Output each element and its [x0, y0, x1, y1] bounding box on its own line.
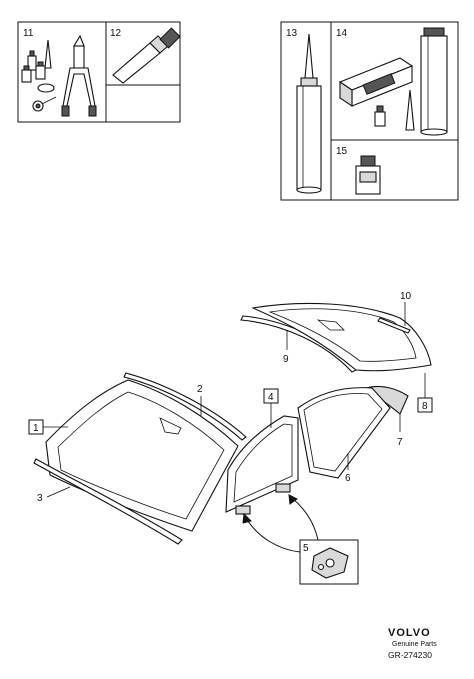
front-door-glass: [225, 415, 299, 515]
trim-strip: [377, 317, 411, 334]
callout-6: 6: [345, 473, 351, 484]
rear-window-moulding: [240, 315, 357, 373]
callout-7: 7: [397, 437, 403, 448]
clip-detail: [299, 539, 359, 585]
callout-4: 4: [268, 392, 274, 403]
primer-bottle-illustration: [355, 155, 381, 195]
callout-8: 8: [422, 401, 428, 412]
windscreen: [45, 379, 239, 532]
callout-11: 11: [23, 28, 34, 39]
drawing-reference: GR-274230: [388, 650, 432, 660]
callout-3: 3: [37, 493, 43, 504]
kit-box-13-14-15: [280, 21, 459, 201]
callout-5: 5: [303, 543, 309, 554]
primer-kit-illustration: [21, 34, 97, 117]
windscreen-lower-moulding: [33, 458, 183, 545]
callout-10: 10: [400, 291, 412, 302]
arrow-to-front-clip: [245, 517, 301, 553]
arrow-to-rear-clip: [291, 497, 319, 541]
kit-box-11-12: [17, 21, 181, 123]
callout-15: 15: [336, 146, 348, 157]
windscreen-upper-moulding: [123, 372, 247, 441]
callout-12: 12: [110, 28, 122, 39]
adhesive-cartridge-illustration: [296, 33, 322, 194]
callout-13: 13: [286, 28, 298, 39]
sealant-tube-illustration: [112, 27, 181, 84]
callout-9: 9: [283, 354, 289, 365]
adhesive-kit-illustration: [338, 27, 448, 136]
callout-1: 1: [33, 423, 39, 434]
brand-logo: VOLVO: [388, 627, 431, 639]
rear-door-glass: [297, 387, 391, 479]
callout-2: 2: [197, 384, 203, 395]
callout-14: 14: [336, 28, 348, 39]
brand-subtitle: Genuine Parts: [392, 641, 437, 648]
